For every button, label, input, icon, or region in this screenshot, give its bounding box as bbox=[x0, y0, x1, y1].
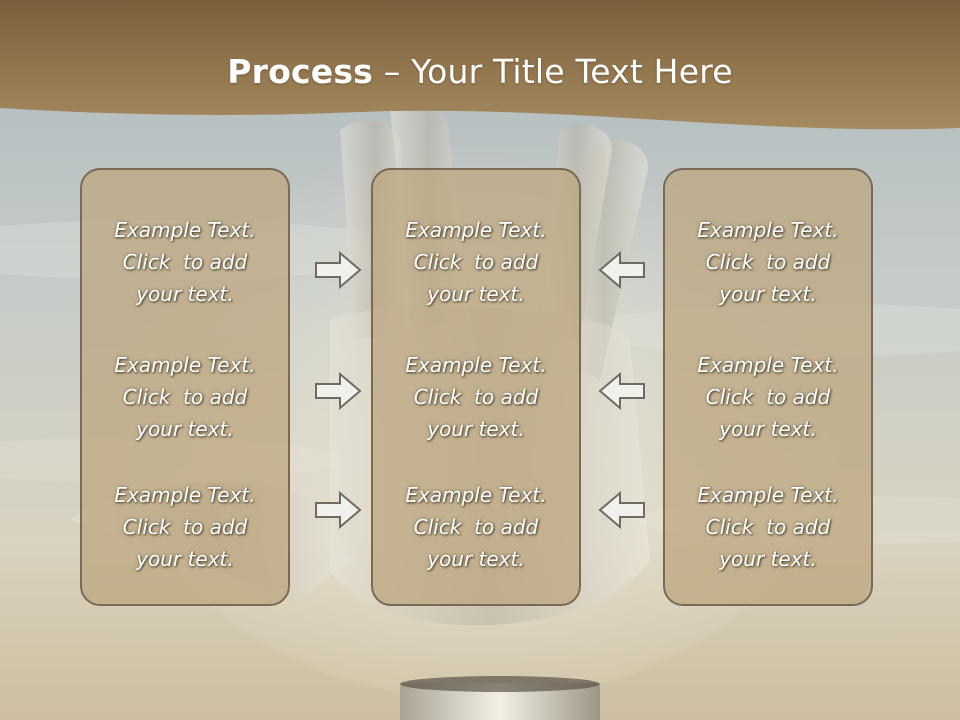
arrow-right-icon[interactable] bbox=[314, 250, 362, 290]
arrow-right-icon[interactable] bbox=[314, 490, 362, 530]
text-line: your text. bbox=[719, 547, 817, 571]
text-placeholder[interactable]: Example Text. Click to add your text. bbox=[82, 349, 288, 445]
text-line: Example Text. bbox=[114, 353, 256, 377]
panel-right[interactable]: Example Text. Click to add your text. Ex… bbox=[663, 168, 873, 606]
arrow-left-icon[interactable] bbox=[598, 371, 646, 411]
text-line: Example Text. bbox=[697, 483, 839, 507]
text-placeholder[interactable]: Example Text. Click to add your text. bbox=[82, 479, 288, 575]
arrow-right-icon[interactable] bbox=[314, 371, 362, 411]
text-line: Example Text. bbox=[114, 218, 256, 242]
text-line: Example Text. bbox=[405, 218, 547, 242]
text-line: Click to add bbox=[122, 515, 248, 539]
text-placeholder[interactable]: Example Text. Click to add your text. bbox=[665, 349, 871, 445]
slide-title[interactable]: Process – Your Title Text Here bbox=[0, 52, 960, 91]
text-line: Click to add bbox=[413, 515, 539, 539]
text-line: Example Text. bbox=[405, 353, 547, 377]
text-line: Example Text. bbox=[114, 483, 256, 507]
text-line: your text. bbox=[427, 417, 525, 441]
text-line: Click to add bbox=[705, 515, 831, 539]
text-line: your text. bbox=[136, 282, 234, 306]
text-line: Example Text. bbox=[697, 218, 839, 242]
arrow-left-icon[interactable] bbox=[598, 490, 646, 530]
text-line: Click to add bbox=[705, 250, 831, 274]
text-placeholder[interactable]: Example Text. Click to add your text. bbox=[373, 349, 579, 445]
text-line: Click to add bbox=[413, 385, 539, 409]
text-placeholder[interactable]: Example Text. Click to add your text. bbox=[373, 479, 579, 575]
text-placeholder[interactable]: Example Text. Click to add your text. bbox=[665, 214, 871, 310]
panel-middle[interactable]: Example Text. Click to add your text. Ex… bbox=[371, 168, 581, 606]
text-line: Click to add bbox=[413, 250, 539, 274]
title-bold: Process bbox=[227, 52, 374, 91]
text-line: your text. bbox=[719, 417, 817, 441]
text-placeholder[interactable]: Example Text. Click to add your text. bbox=[82, 214, 288, 310]
text-line: your text. bbox=[136, 547, 234, 571]
arrow-left-icon[interactable] bbox=[598, 250, 646, 290]
text-line: Click to add bbox=[122, 250, 248, 274]
header-band bbox=[0, 0, 960, 130]
panel-left[interactable]: Example Text. Click to add your text. Ex… bbox=[80, 168, 290, 606]
text-line: your text. bbox=[427, 547, 525, 571]
title-rest: – Your Title Text Here bbox=[373, 52, 733, 91]
text-line: Example Text. bbox=[697, 353, 839, 377]
text-line: your text. bbox=[136, 417, 234, 441]
text-placeholder[interactable]: Example Text. Click to add your text. bbox=[665, 479, 871, 575]
text-line: Click to add bbox=[705, 385, 831, 409]
text-line: Click to add bbox=[122, 385, 248, 409]
text-line: your text. bbox=[427, 282, 525, 306]
text-line: your text. bbox=[719, 282, 817, 306]
text-placeholder[interactable]: Example Text. Click to add your text. bbox=[373, 214, 579, 310]
text-line: Example Text. bbox=[405, 483, 547, 507]
